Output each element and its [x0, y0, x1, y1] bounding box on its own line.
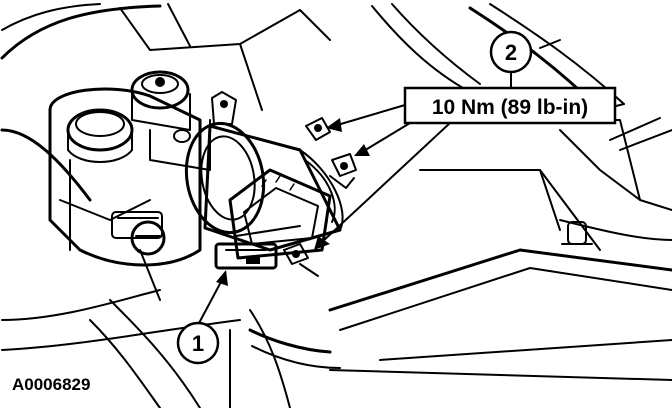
fluid-reservoir-cap — [130, 70, 211, 171]
figure-reference-code: A0006829 — [12, 375, 90, 394]
bolt-lower — [283, 243, 319, 277]
bolt-upper — [305, 117, 331, 141]
torque-spec-label: 10 Nm (89 lb-in) — [432, 96, 588, 119]
callout-1-circle — [176, 321, 220, 365]
torque-leader-lines — [314, 104, 451, 250]
callout-1-number: 1 — [192, 331, 204, 356]
callout-1: 1 — [176, 270, 228, 365]
bolt-middle — [329, 153, 357, 189]
callout-2: 2 — [489, 30, 533, 89]
brake-reservoir — [48, 87, 202, 301]
torque-spec-frame — [403, 86, 617, 125]
callout-2-number: 2 — [505, 40, 517, 65]
engine-bay-background — [0, 3, 672, 409]
hose-connector — [111, 211, 166, 256]
torque-spec-box: 10 Nm (89 lb-in) — [403, 86, 617, 125]
